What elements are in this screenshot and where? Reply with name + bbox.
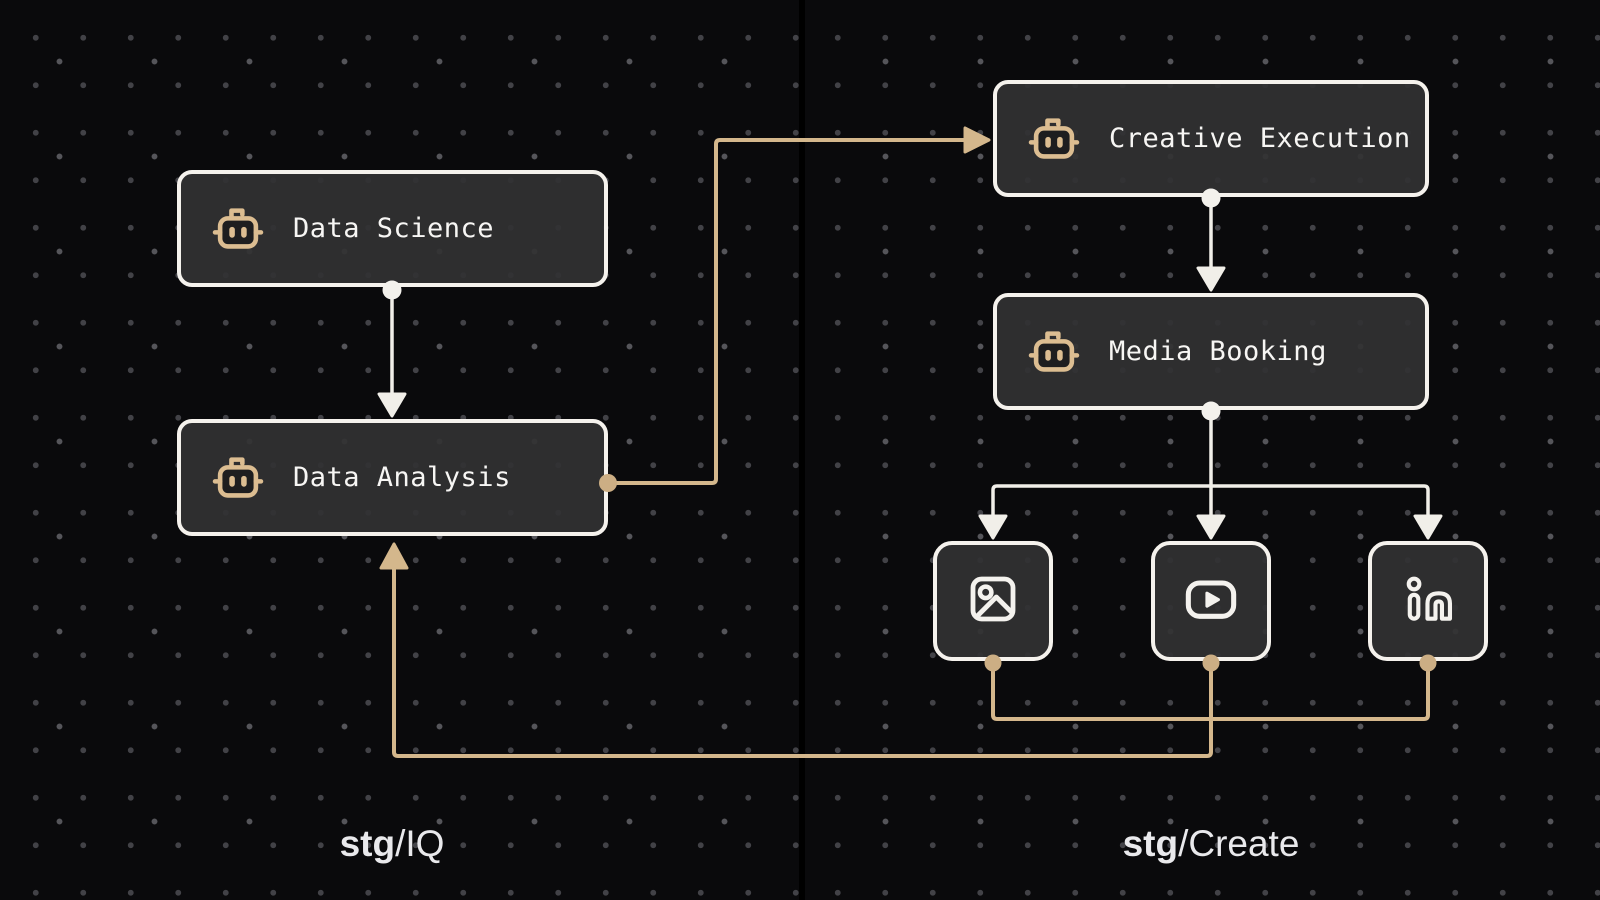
bot-icon [209,449,267,507]
node-label: Data Analysis [293,462,511,493]
bot-icon [209,200,267,258]
node-video-channel[interactable] [1151,541,1271,661]
node-label: Data Science [293,213,495,244]
node-label: Media Booking [1109,336,1327,367]
video-play-icon [1179,567,1243,635]
flow-label-create: stg/Create [1123,823,1300,865]
node-label: Creative Execution [1109,123,1411,154]
flow-label-name: /IQ [395,823,445,864]
bot-icon [1025,323,1083,381]
image-icon [961,567,1025,635]
node-data-analysis[interactable]: Data Analysis [177,419,608,536]
flow-label-iq: stg/IQ [340,823,445,865]
node-image-channel[interactable] [933,541,1053,661]
linkedin-icon [1397,568,1459,634]
panel-divider [799,0,805,900]
node-linkedin-channel[interactable] [1368,541,1488,661]
node-creative-execution[interactable]: Creative Execution [993,80,1429,197]
flow-label-prefix: stg [339,823,396,864]
flow-label-name: /Create [1178,823,1300,864]
flow-label-prefix: stg [1122,823,1179,864]
bot-icon [1025,110,1083,168]
node-data-science[interactable]: Data Science [177,170,608,287]
node-media-booking[interactable]: Media Booking [993,293,1429,410]
